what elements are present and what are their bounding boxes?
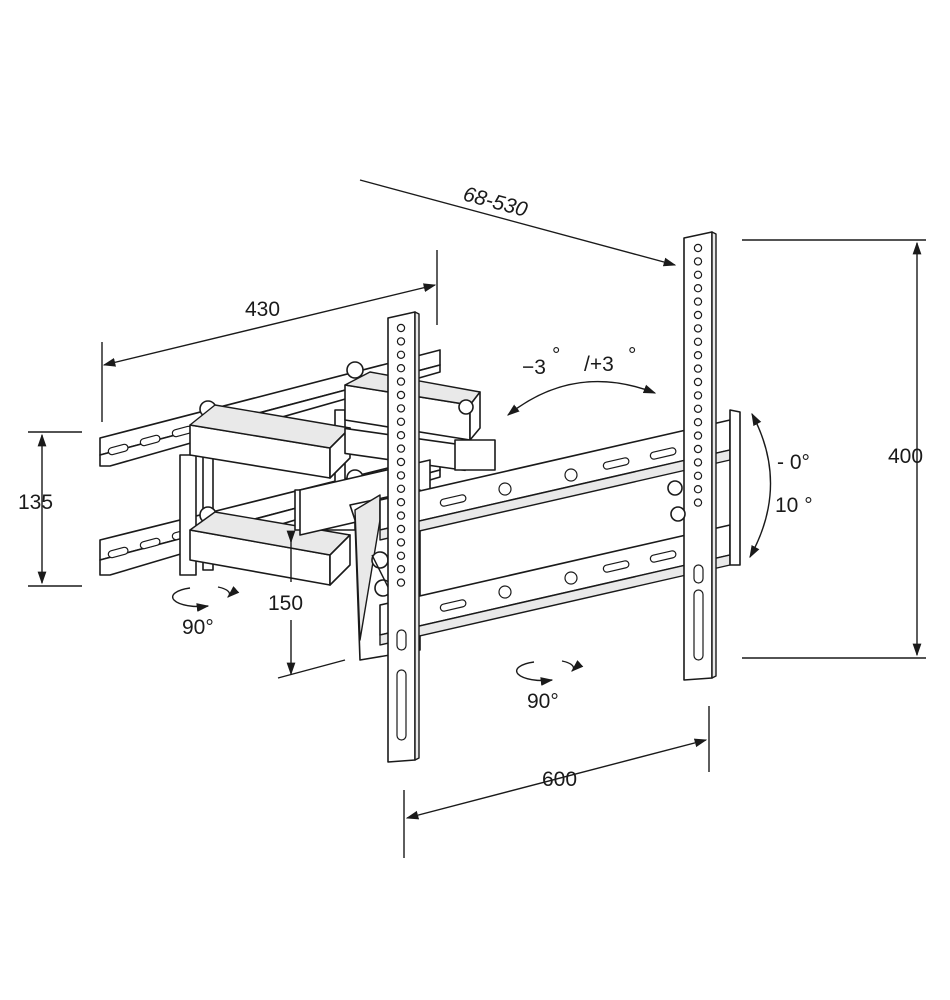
mounting-hole: [693, 418, 703, 427]
label-level-plus: /+3: [584, 353, 614, 376]
dimension-wall-plate-depth: 430: [101, 250, 438, 422]
mounting-hole: [396, 457, 406, 467]
tv-bracket-rails: [379, 409, 741, 646]
mounting-hole: [693, 310, 703, 320]
dimension-vertical-offset: 150: [268, 530, 346, 679]
mounting-hole: [693, 297, 703, 306]
mounting-hole: [396, 377, 406, 386]
mounting-hole: [396, 337, 406, 346]
label-tilt-up: - 0°: [777, 451, 810, 474]
dimension-arm-extension: 68-530: [359, 179, 677, 267]
label-level-minus-degree: °: [552, 344, 560, 367]
mounting-hole: [396, 524, 406, 534]
tilt-indicator: - 0° 10 °: [749, 412, 813, 559]
label-bracket-swivel: 90°: [527, 690, 559, 713]
bracket-swivel-indicator: 90°: [515, 660, 584, 713]
mounting-hole: [396, 350, 406, 359]
mounting-hole: [396, 578, 406, 587]
wall-swivel-indicator: 90°: [171, 586, 240, 639]
mounting-hole: [396, 417, 406, 426]
mounting-hole: [693, 284, 703, 293]
level-adjust-indicator: −3 ° /+3 °: [507, 344, 657, 416]
mounting-hole: [693, 377, 703, 387]
dimension-tv-bracket-width: 600: [403, 706, 710, 858]
mounting-hole: [693, 257, 703, 266]
mounting-hole: [693, 444, 703, 454]
label-wall-plate-depth: 430: [245, 298, 280, 321]
mounting-hole: [693, 270, 703, 279]
mounting-hole: [396, 444, 406, 453]
mounting-hole: [396, 471, 406, 480]
mounting-hole: [396, 323, 406, 333]
label-wall-plate-height: 135: [18, 491, 53, 514]
mounting-hole: [693, 458, 703, 467]
mounting-hole: [693, 391, 703, 400]
mounting-hole: [396, 484, 406, 493]
mounting-hole: [396, 431, 406, 440]
mounting-hole: [693, 324, 703, 333]
label-level-minus: −3: [522, 356, 546, 379]
tv-bracket-right-strip: [667, 231, 717, 681]
mounting-hole: [396, 390, 406, 400]
mounting-hole: [396, 498, 406, 507]
mounting-hole: [693, 471, 703, 480]
mounting-hole: [396, 404, 406, 413]
dimension-tv-bracket-height: 400: [742, 239, 926, 659]
mounting-hole: [693, 337, 703, 346]
label-tilt-down: 10 °: [775, 494, 813, 517]
label-level-plus-degree: °: [628, 344, 636, 367]
mounting-hole: [693, 485, 703, 494]
label-tv-bracket-height: 400: [888, 445, 923, 468]
mounting-hole: [693, 351, 703, 360]
label-tv-bracket-width: 600: [542, 768, 577, 791]
mounting-hole: [396, 364, 406, 373]
dimension-wall-plate-height: 135: [18, 431, 82, 587]
mounting-hole: [693, 364, 703, 373]
mounting-hole: [396, 551, 406, 561]
mounting-hole: [693, 404, 703, 413]
mounting-hole: [396, 565, 406, 574]
mounting-hole: [396, 538, 406, 547]
label-wall-swivel: 90°: [182, 616, 214, 639]
mounting-hole: [693, 431, 703, 440]
label-vertical-offset: 150: [268, 592, 303, 615]
mounting-hole: [693, 243, 703, 253]
mounting-hole: [396, 511, 406, 520]
mounting-hole: [693, 498, 703, 507]
tv-bracket-left-strip: [387, 311, 420, 763]
